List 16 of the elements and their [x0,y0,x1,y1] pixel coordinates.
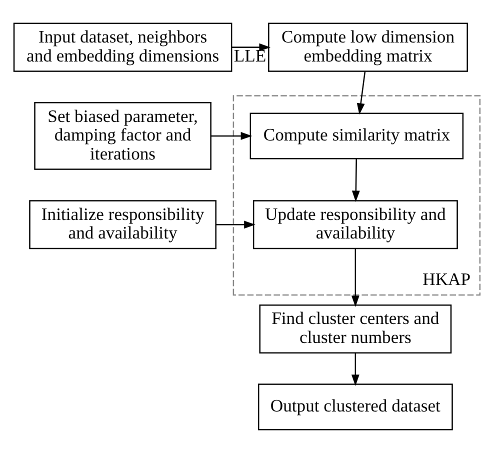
node-box: Initialize responsibility and availability [28,200,216,250]
node-box: Update responsibility and availability [252,200,458,250]
node-box: Set biased parameter, damping factor and iterations [34,102,211,170]
node-box: Compute similarity matrix [249,112,464,160]
node-box: Find cluster centers and cluster numbers [258,304,452,354]
arrow [351,158,360,202]
arrow [215,220,255,229]
arrow [356,72,366,115]
arrow [210,132,252,140]
edge-label: LLE [233,45,266,66]
node-box: Compute low dimension embedding matrix [268,22,468,72]
arrow [350,248,359,307]
arrow [350,352,359,386]
arrow [232,43,270,52]
node-box: Output clustered dataset [257,384,452,430]
node-box: Input dataset, neighbors and embedding dimensions [12,22,232,72]
